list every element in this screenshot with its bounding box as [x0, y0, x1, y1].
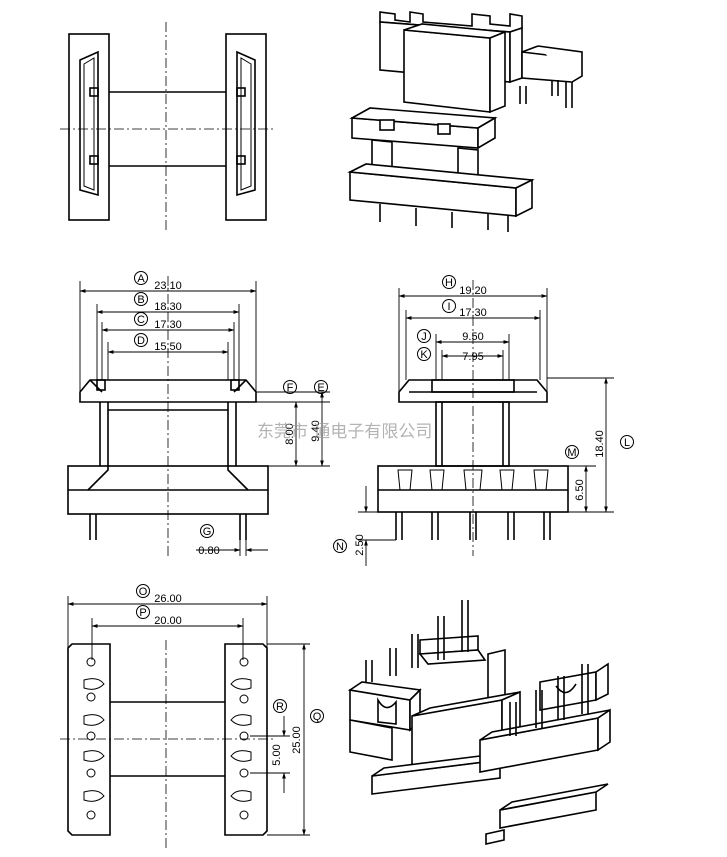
svg-text:B: B	[137, 294, 144, 306]
dim-O: O 26.00	[136, 584, 182, 605]
dim-L: L 18.40	[594, 430, 634, 458]
svg-text:20.00: 20.00	[154, 615, 182, 627]
svg-text:O: O	[139, 586, 148, 598]
svg-text:P: P	[139, 607, 146, 619]
svg-text:18.40: 18.40	[594, 430, 606, 458]
svg-text:Q: Q	[313, 711, 322, 723]
dim-R: R 5.00	[271, 699, 287, 766]
dim-J: J 9.50	[417, 329, 484, 343]
svg-text:17.30: 17.30	[459, 307, 487, 319]
svg-text:C: C	[137, 314, 145, 326]
top-view	[60, 22, 276, 232]
dim-G: G 0.80	[198, 524, 220, 557]
dim-P: P 20.00	[136, 605, 182, 627]
company-watermark: 东莞市 通电子有限公司	[257, 422, 432, 442]
side-view	[358, 280, 614, 566]
svg-text:G: G	[203, 526, 212, 538]
svg-text:6.50: 6.50	[574, 479, 586, 500]
svg-text:J: J	[421, 331, 427, 343]
dim-N: N 2.50	[333, 534, 366, 556]
left-pin-holes	[83, 657, 105, 820]
svg-text:9.50: 9.50	[462, 331, 483, 343]
right-pin-holes	[230, 657, 252, 820]
bottom-view	[60, 596, 310, 850]
svg-text:I: I	[447, 301, 450, 313]
svg-text:25.00: 25.00	[291, 726, 303, 754]
svg-text:17.30: 17.30	[154, 319, 182, 331]
dim-I: I 17.30	[442, 299, 487, 319]
svg-text:2.50: 2.50	[354, 534, 366, 555]
svg-text:0.80: 0.80	[198, 545, 219, 557]
svg-text:A: A	[137, 273, 145, 285]
dim-F: F 8.00	[283, 380, 297, 445]
svg-text:23.10: 23.10	[154, 280, 182, 292]
front-view	[67, 276, 330, 556]
svg-text:F: F	[287, 382, 294, 394]
dim-D: D 15.50	[134, 333, 182, 353]
svg-text:L: L	[624, 437, 630, 449]
svg-text:8.00: 8.00	[284, 423, 296, 444]
svg-text:D: D	[137, 335, 145, 347]
dim-K: K 7.95	[417, 347, 484, 363]
dim-B: B 18.30	[134, 292, 182, 313]
dim-A: A 23.10	[134, 271, 182, 292]
svg-text:5.00: 5.00	[271, 744, 283, 765]
svg-text:15.50: 15.50	[154, 341, 182, 353]
dim-H: H 19.20	[442, 275, 487, 297]
dim-M: M 6.50	[565, 445, 586, 501]
svg-text:18.30: 18.30	[154, 301, 182, 313]
isometric-view-bottom	[347, 600, 611, 845]
svg-text:R: R	[276, 701, 284, 713]
dim-E: E 9.40	[310, 380, 328, 442]
isometric-view-top	[347, 11, 583, 232]
svg-text:N: N	[336, 541, 344, 553]
dimension-labels: A 23.10 B 18.30 C 17.30 D 15.50 E 9.40 F…	[134, 271, 634, 766]
svg-text:M: M	[567, 447, 576, 459]
svg-text:K: K	[420, 349, 428, 361]
dim-Q: Q 25.00	[291, 709, 324, 754]
svg-text:H: H	[445, 277, 453, 289]
dim-C: C 17.30	[134, 312, 182, 331]
svg-text:E: E	[317, 382, 324, 394]
svg-text:9.40: 9.40	[310, 420, 322, 441]
svg-text:26.00: 26.00	[154, 593, 182, 605]
svg-text:19.20: 19.20	[459, 285, 487, 297]
svg-text:7.95: 7.95	[462, 351, 483, 363]
